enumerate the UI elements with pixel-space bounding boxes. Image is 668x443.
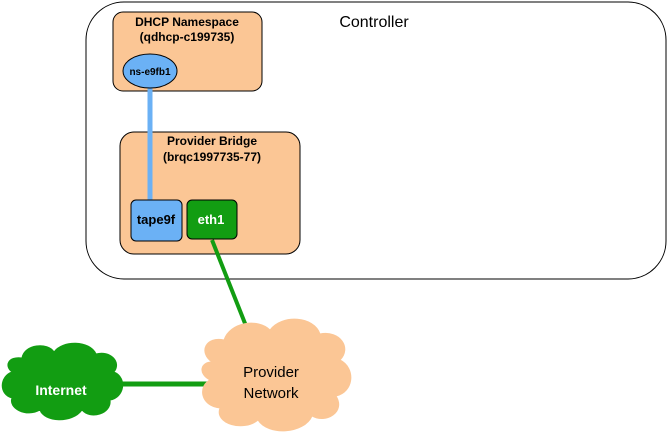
internet-cloud xyxy=(1,342,124,421)
provider-bridge-title: Provider Bridge xyxy=(167,134,257,148)
tap-port-label: tape9f xyxy=(137,212,176,227)
provider-network-label-line1: Provider xyxy=(243,364,299,381)
eth-port-box xyxy=(186,199,238,240)
eth-to-provider-link xyxy=(210,239,252,337)
provider-network-label-line2: Network xyxy=(243,385,299,402)
provider-network-cloud xyxy=(201,318,352,432)
ns-port-label: ns-e9fb1 xyxy=(129,67,171,78)
ns-port-ellipse xyxy=(122,53,178,89)
provider-bridge-subtitle: (brqc1997735-77) xyxy=(163,150,261,164)
eth-port-label: eth1 xyxy=(198,212,225,227)
dhcp-namespace-title: DHCP Namespace xyxy=(135,15,239,29)
tap-port-box xyxy=(130,199,183,242)
controller-label: Controller xyxy=(339,14,409,31)
internet-label: Internet xyxy=(35,382,87,398)
dhcp-namespace-subtitle: (qdhcp-c199735) xyxy=(140,30,235,44)
